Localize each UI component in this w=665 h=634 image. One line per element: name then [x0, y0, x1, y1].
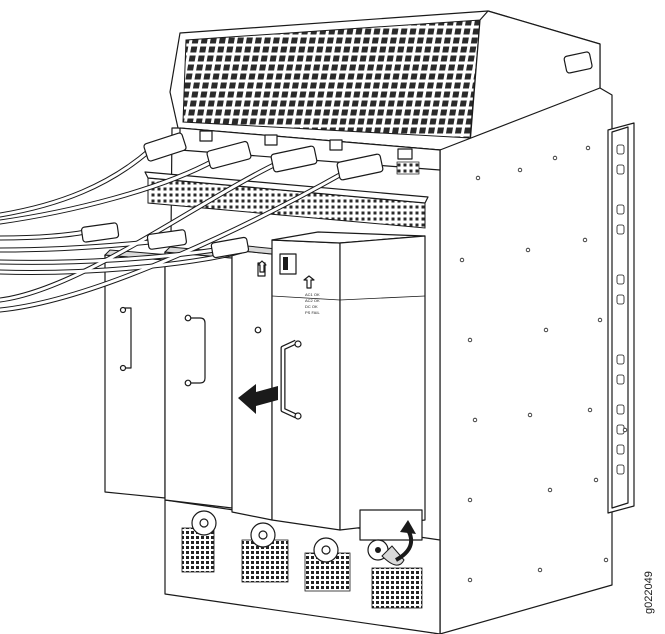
screw-hole [585, 145, 591, 151]
screw-hole [622, 427, 628, 433]
power-cables [0, 132, 384, 313]
top-vent-hood [169, 10, 601, 151]
power-supply-2[interactable] [163, 246, 239, 509]
rail-slot [616, 204, 625, 215]
ejector-rotation-arrow [394, 520, 416, 562]
rail-slot [616, 444, 625, 455]
rail-slot [616, 354, 625, 365]
screw-hole [467, 577, 473, 583]
led-label-ac1: AC1 OK [305, 292, 320, 297]
power-supply-1[interactable] [103, 249, 172, 499]
removal-direction-arrow [238, 384, 278, 414]
screw-hole [543, 327, 549, 333]
screw-hole [603, 557, 609, 563]
mounting-rail [607, 122, 635, 514]
rail-slot [616, 164, 625, 175]
breaker-switches [199, 130, 420, 175]
screw-hole [547, 487, 553, 493]
rail-slot [616, 224, 625, 235]
ejector-wheels [191, 510, 339, 563]
led-label-dc: DC OK [305, 304, 318, 309]
led-label-fail: PS FAIL [305, 310, 320, 315]
screw-hole [582, 237, 588, 243]
power-supply-3[interactable] [230, 244, 279, 521]
psu-led-labels: AC1 OK AC2 OK DC OK PS FAIL [305, 292, 320, 315]
rail-slot [616, 294, 625, 305]
led-label-ac2: AC2 OK [305, 298, 320, 303]
screw-hole [517, 167, 523, 173]
power-supply-being-removed[interactable] [257, 231, 426, 566]
screw-hole [475, 175, 481, 181]
screw-hole [597, 317, 603, 323]
screw-hole [552, 155, 558, 161]
screw-hole [472, 417, 478, 423]
screw-hole [527, 412, 533, 418]
figure-id-label: g022049 [643, 571, 655, 614]
rail-slot [616, 404, 625, 415]
panel-screws [459, 145, 628, 583]
screw-hole [525, 247, 531, 253]
rail-slot [616, 274, 625, 285]
screw-hole [537, 567, 543, 573]
figure-id-text: g022049 [643, 571, 655, 614]
screw-hole [467, 497, 473, 503]
screw-hole [587, 407, 593, 413]
screw-hole [593, 477, 599, 483]
screw-hole [459, 257, 465, 263]
rail-slot [616, 374, 625, 385]
screw-hole [467, 337, 473, 343]
rail-slot [616, 464, 625, 475]
rail-slot [616, 144, 625, 155]
chassis-side-panel [439, 87, 613, 634]
